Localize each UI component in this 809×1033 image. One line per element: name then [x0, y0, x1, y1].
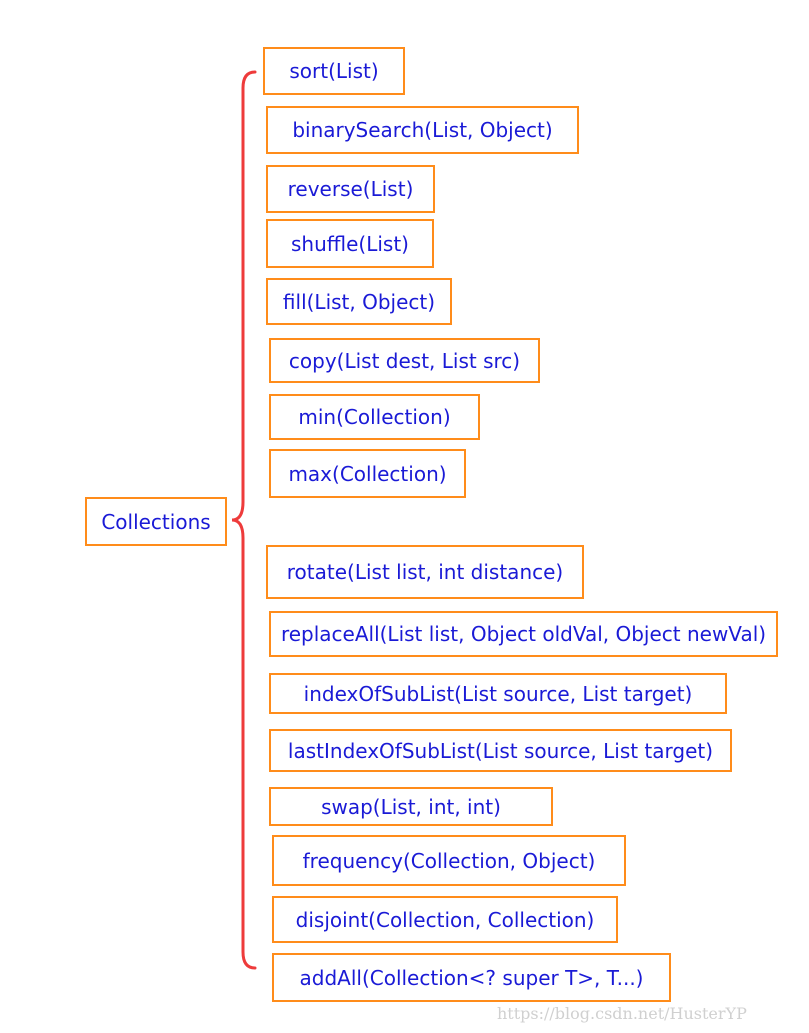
method-box: fill(List, Object) — [266, 278, 452, 325]
method-label: disjoint(Collection, Collection) — [295, 907, 595, 932]
method-label: indexOfSubList(List source, List target) — [303, 681, 693, 706]
method-box: swap(List, int, int) — [269, 787, 553, 826]
method-box: indexOfSubList(List source, List target) — [269, 673, 727, 714]
method-box: disjoint(Collection, Collection) — [272, 896, 618, 943]
method-label: fill(List, Object) — [282, 289, 436, 314]
method-label: copy(List dest, List src) — [288, 348, 521, 373]
method-label: addAll(Collection<? super T>, T...) — [299, 965, 644, 990]
method-label: lastIndexOfSubList(List source, List tar… — [287, 738, 714, 763]
method-label: replaceAll(List list, Object oldVal, Obj… — [280, 622, 767, 646]
method-label: min(Collection) — [298, 405, 451, 429]
method-box: shuffle(List) — [266, 219, 434, 268]
method-box: reverse(List) — [266, 165, 435, 213]
method-label: binarySearch(List, Object) — [292, 118, 553, 142]
method-box: binarySearch(List, Object) — [266, 106, 579, 154]
method-label: frequency(Collection, Object) — [302, 848, 596, 873]
method-label: max(Collection) — [288, 461, 447, 486]
method-box: copy(List dest, List src) — [269, 338, 540, 383]
collections-label: Collections — [101, 509, 211, 534]
brace-connector — [231, 70, 257, 970]
method-box: rotate(List list, int distance) — [266, 545, 584, 599]
method-label: swap(List, int, int) — [321, 794, 501, 819]
method-box: addAll(Collection<? super T>, T...) — [272, 953, 671, 1002]
method-label: rotate(List list, int distance) — [286, 560, 564, 584]
method-label: shuffle(List) — [291, 231, 409, 256]
method-box: frequency(Collection, Object) — [272, 835, 626, 886]
method-box: min(Collection) — [269, 394, 480, 440]
method-label: reverse(List) — [287, 177, 414, 201]
method-label: sort(List) — [289, 59, 379, 83]
collections-node: Collections — [85, 497, 227, 546]
method-box: sort(List) — [263, 47, 405, 95]
method-box: lastIndexOfSubList(List source, List tar… — [269, 729, 732, 772]
method-box: replaceAll(List list, Object oldVal, Obj… — [269, 611, 778, 657]
method-box: max(Collection) — [269, 449, 466, 498]
watermark-text: https://blog.csdn.net/HusterYP — [497, 1004, 747, 1023]
